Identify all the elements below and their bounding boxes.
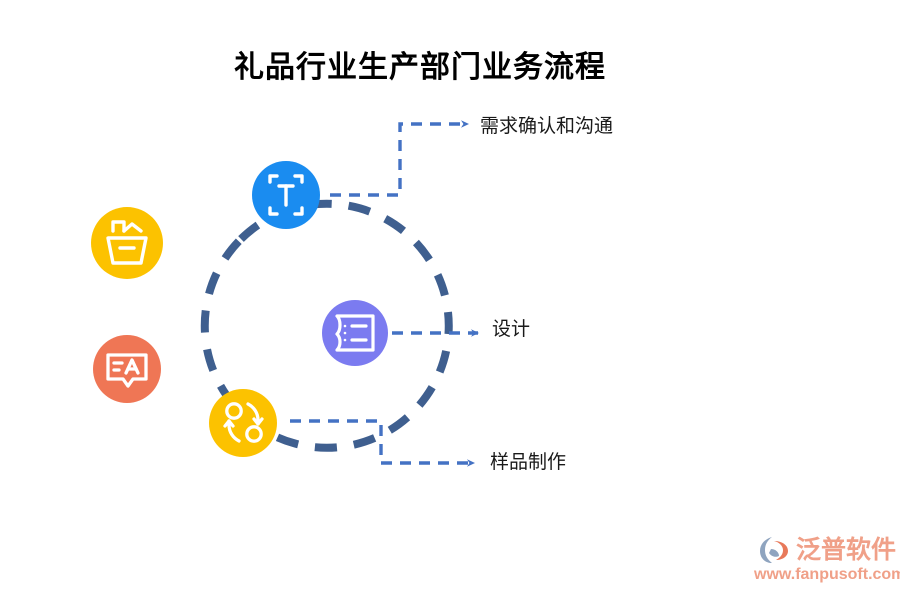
connector-to-label-2: [290, 419, 475, 467]
flow-label-design: 设计: [492, 319, 531, 340]
watermark: 泛普软件 www.fanpusoft.com: [752, 533, 900, 591]
text-scan-icon: [268, 174, 304, 216]
basket-icon: [106, 220, 148, 265]
connector-to-label-0: [330, 120, 469, 197]
node-translate[interactable]: [93, 335, 161, 403]
page-title: 礼品行业生产部门业务流程: [234, 51, 606, 84]
flow-label-demand: 需求确认和沟通: [480, 116, 614, 137]
node-text-scan[interactable]: [252, 161, 320, 229]
watermark-brand: 泛普软件: [796, 536, 897, 564]
sync-circles-icon: [223, 402, 264, 443]
node-basket[interactable]: [91, 207, 163, 279]
node-sync[interactable]: [209, 389, 277, 457]
node-ticket[interactable]: [322, 300, 388, 366]
dashed-cycle-path: [200, 199, 453, 452]
fanpu-logo-icon: [760, 537, 788, 563]
ticket-list-icon: [335, 314, 375, 352]
translate-icon: [106, 353, 148, 388]
watermark-url: www.fanpusoft.com: [754, 566, 900, 583]
flow-label-sample: 样品制作: [490, 452, 567, 473]
